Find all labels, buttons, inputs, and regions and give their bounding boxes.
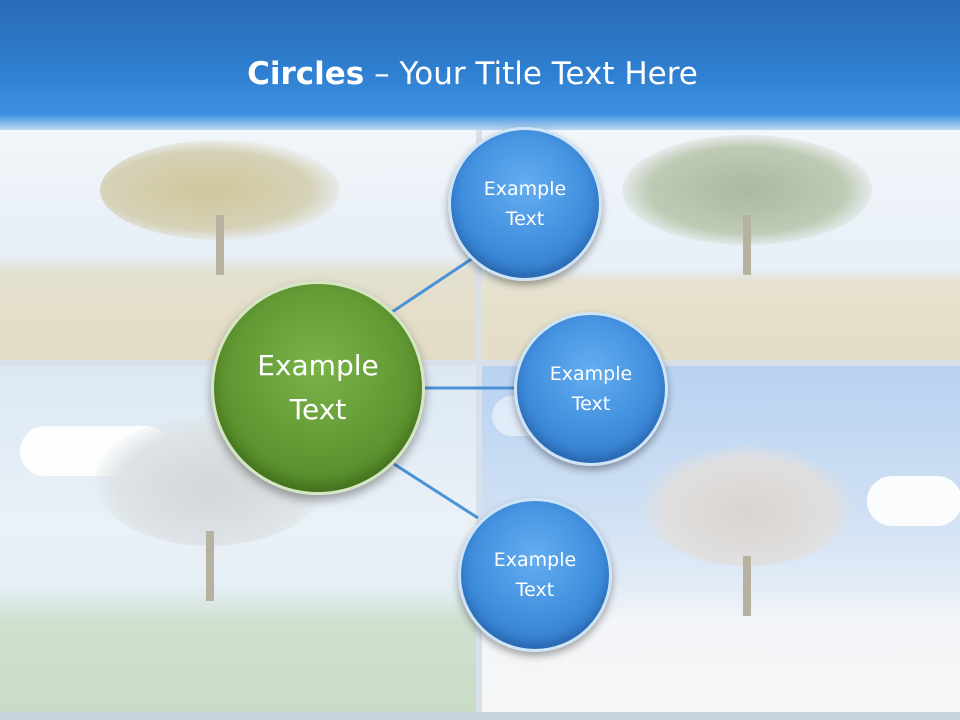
slide-title: Circles – Your Title Text Here xyxy=(0,52,945,96)
title-rest: – Your Title Text Here xyxy=(364,56,698,92)
satellite-label-middle: Example Text xyxy=(549,363,633,415)
satellite-circle-middle[interactable]: Example Text xyxy=(514,312,668,466)
satellite-label-bottom: Example Text xyxy=(493,549,577,601)
header-band xyxy=(0,0,960,130)
panel-divider-horizontal xyxy=(0,360,960,366)
satellite-circle-top[interactable]: Example Text xyxy=(448,127,602,281)
connector-bottom xyxy=(393,462,479,520)
winter-tree xyxy=(642,446,852,616)
satellite-label-top: Example Text xyxy=(483,178,567,230)
autumn-tree xyxy=(100,140,340,275)
center-circle-label: Example Text xyxy=(257,349,379,426)
connector-top xyxy=(391,254,477,314)
center-circle[interactable]: Example Text xyxy=(211,281,425,495)
satellite-circle-bottom[interactable]: Example Text xyxy=(458,498,612,652)
panel-divider-vertical xyxy=(476,130,482,720)
bottom-bar xyxy=(0,712,960,720)
title-bold: Circles xyxy=(247,56,365,92)
summer-tree xyxy=(622,135,872,275)
winter-panel xyxy=(482,366,960,720)
